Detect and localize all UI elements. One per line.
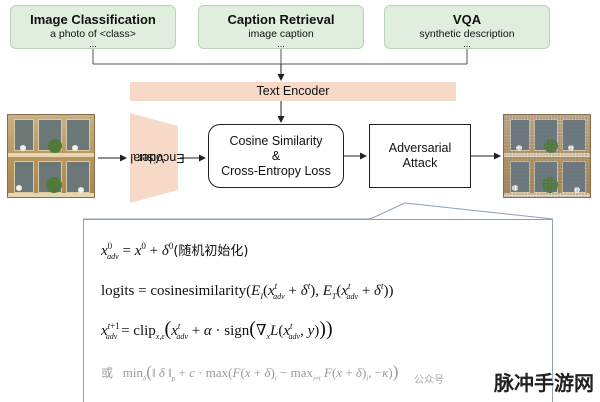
task-title: Image Classification bbox=[30, 12, 156, 27]
max-function: max bbox=[205, 365, 229, 380]
adversarial-image bbox=[503, 114, 591, 198]
task-title: VQA bbox=[452, 12, 482, 27]
formula-update: xt+1adv = clipx,ε(xtadv + α · sign(∇xL(x… bbox=[101, 318, 333, 341]
init-note: (随机初始化) bbox=[173, 244, 249, 259]
formula-init: x0adv = x0 + δ0(随机初始化) bbox=[101, 241, 249, 261]
adversarial-attack-box: Adversarial Attack bbox=[369, 124, 471, 188]
formula-panel bbox=[83, 219, 553, 402]
input-image bbox=[7, 114, 95, 198]
task-dots: ... bbox=[277, 39, 285, 49]
task-subtitle: synthetic description bbox=[419, 28, 515, 40]
watermark-small: 公众号 bbox=[414, 375, 444, 386]
formula-alternative: 或 minδ(‖ δ ‖p + c · max(F(x + δ)t − maxi… bbox=[101, 362, 399, 383]
task-dots: ... bbox=[463, 39, 471, 49]
attack-line2: Attack bbox=[402, 156, 438, 170]
watermark: 脉冲手游网 bbox=[494, 371, 594, 395]
task-title: Caption Retrieval bbox=[227, 12, 335, 27]
cosine-similarity-box: Cosine Similarity & Cross-Entropy Loss bbox=[208, 124, 344, 188]
similarity-line3: Cross-Entropy Loss bbox=[221, 164, 331, 178]
visual-encoder-line2: Encoder bbox=[137, 151, 185, 165]
similarity-line2: & bbox=[271, 149, 281, 163]
task-subtitle: a photo of <class> bbox=[50, 28, 136, 40]
text-encoder: Text Encoder bbox=[130, 82, 456, 101]
task-caption-retrieval: Caption Retrieval image caption ... bbox=[198, 5, 364, 49]
logits-function: cosinesimilarity bbox=[150, 283, 247, 299]
task-image-classification: Image Classification a photo of <class> … bbox=[10, 5, 176, 49]
attack-line1: Adversarial bbox=[388, 141, 452, 155]
alt-prefix: 或 bbox=[101, 366, 114, 380]
sign-function: sign bbox=[224, 323, 250, 339]
similarity-line1: Cosine Similarity bbox=[229, 134, 323, 148]
clip-function: clip bbox=[133, 323, 156, 339]
formula-logits: logits = cosinesimilarity(EI(xtadv + δt)… bbox=[101, 281, 394, 301]
task-subtitle: image caption bbox=[248, 28, 314, 40]
task-dots: ... bbox=[89, 39, 97, 49]
logits-label: logits bbox=[101, 283, 135, 299]
visual-encoder-shape bbox=[130, 113, 178, 203]
task-vqa: VQA synthetic description ... bbox=[384, 5, 550, 49]
